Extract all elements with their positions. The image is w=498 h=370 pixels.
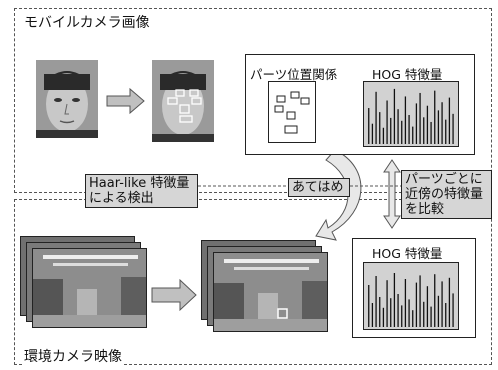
hog-bar [386,100,388,144]
hog-bar [379,297,381,327]
hog-bar [404,279,407,327]
haar-tag-line1: Haar-like 特徴量 [89,176,190,191]
hog-bar [368,285,370,327]
hog-bar [390,298,392,327]
fitting-tag: あてはめ [288,178,350,197]
hog-bar [415,282,418,327]
hog-bar [415,103,418,144]
hog-bar [375,91,377,144]
env-hog-histogram [363,262,459,330]
compare-tag-line1: パーツごとに [405,172,483,187]
hog-bar [382,127,385,144]
hog-bar [408,299,410,327]
hog-bar [382,307,385,327]
hog-bar [368,108,370,144]
hog-bar [408,115,410,144]
environment-camera-title: 環境カメラ映像 [24,346,122,366]
arrow-face [106,87,145,115]
room-scene-detected [214,253,327,331]
hog-bar [393,88,396,144]
hog-bar [437,295,440,327]
hog-bar [434,274,436,327]
hog-bar [379,112,381,144]
hog-bar [426,105,429,144]
parts-layout-shapes [274,91,310,134]
video-frame [213,252,328,332]
haar-tag-line2: による検出 [89,191,154,206]
hog-bar [412,126,414,144]
hog-bar [441,281,443,327]
face-photo-original [36,60,98,138]
hog-bar [423,117,425,144]
hog-bar [445,303,447,327]
hog-bar [452,293,454,327]
face-photo-detected [152,60,214,142]
compare-tag-line2: 近傍の特徴量 [405,187,484,202]
hog-bar [386,280,388,327]
hog-bar [393,273,396,327]
hog-bar [404,96,407,144]
hog-bar [448,97,451,144]
hog-bar [437,110,440,144]
arrow-video [151,278,197,312]
room-scene [33,249,146,327]
face-illustration [36,60,98,138]
hog-bar [430,121,432,144]
mobile-camera-region [14,8,492,193]
environment-camera-region [14,199,492,365]
top-hog-histogram [363,81,459,147]
hog-bar [397,294,399,327]
compare-tag: パーツごとに 近傍の特徴量 を比較 [401,170,492,219]
mobile-camera-title: モバイルカメラ画像 [24,12,150,32]
hog-bar [419,92,421,144]
parts-position-label: パーツ位置関係 [250,67,338,82]
hog-bar [452,113,454,144]
hog-bar [401,120,403,144]
env-hog-bars [368,273,454,327]
hog-bar [375,276,377,327]
hog-bar [397,109,399,144]
hog-bar [390,117,392,144]
hog-bar [434,90,436,144]
face-part-markers [167,89,202,123]
hog-bar [412,310,414,327]
hog-bar [441,102,443,144]
env-hog-label: HOG 特徴量 [372,246,443,261]
fitting-tag-label: あてはめ [292,180,344,195]
hog-bar [371,303,374,327]
hog-bar [423,301,425,327]
hog-bar [448,277,451,327]
haar-detection-tag: Haar-like 特徴量 による検出 [85,174,198,208]
hog-bar [430,306,432,327]
top-hog-bars [368,88,454,144]
top-hog-label: HOG 特徴量 [372,67,443,82]
hog-bar [419,275,421,327]
detected-face-marker [277,308,288,319]
face-detected-illustration [152,60,214,142]
hog-bar [426,286,429,327]
hog-bar [445,119,447,144]
video-frame [32,248,147,328]
hog-bar [371,123,374,144]
parts-layout-diagram [268,81,316,143]
compare-tag-line3: を比較 [405,202,445,217]
compare-double-arrow [383,159,401,229]
hog-bar [401,305,403,327]
